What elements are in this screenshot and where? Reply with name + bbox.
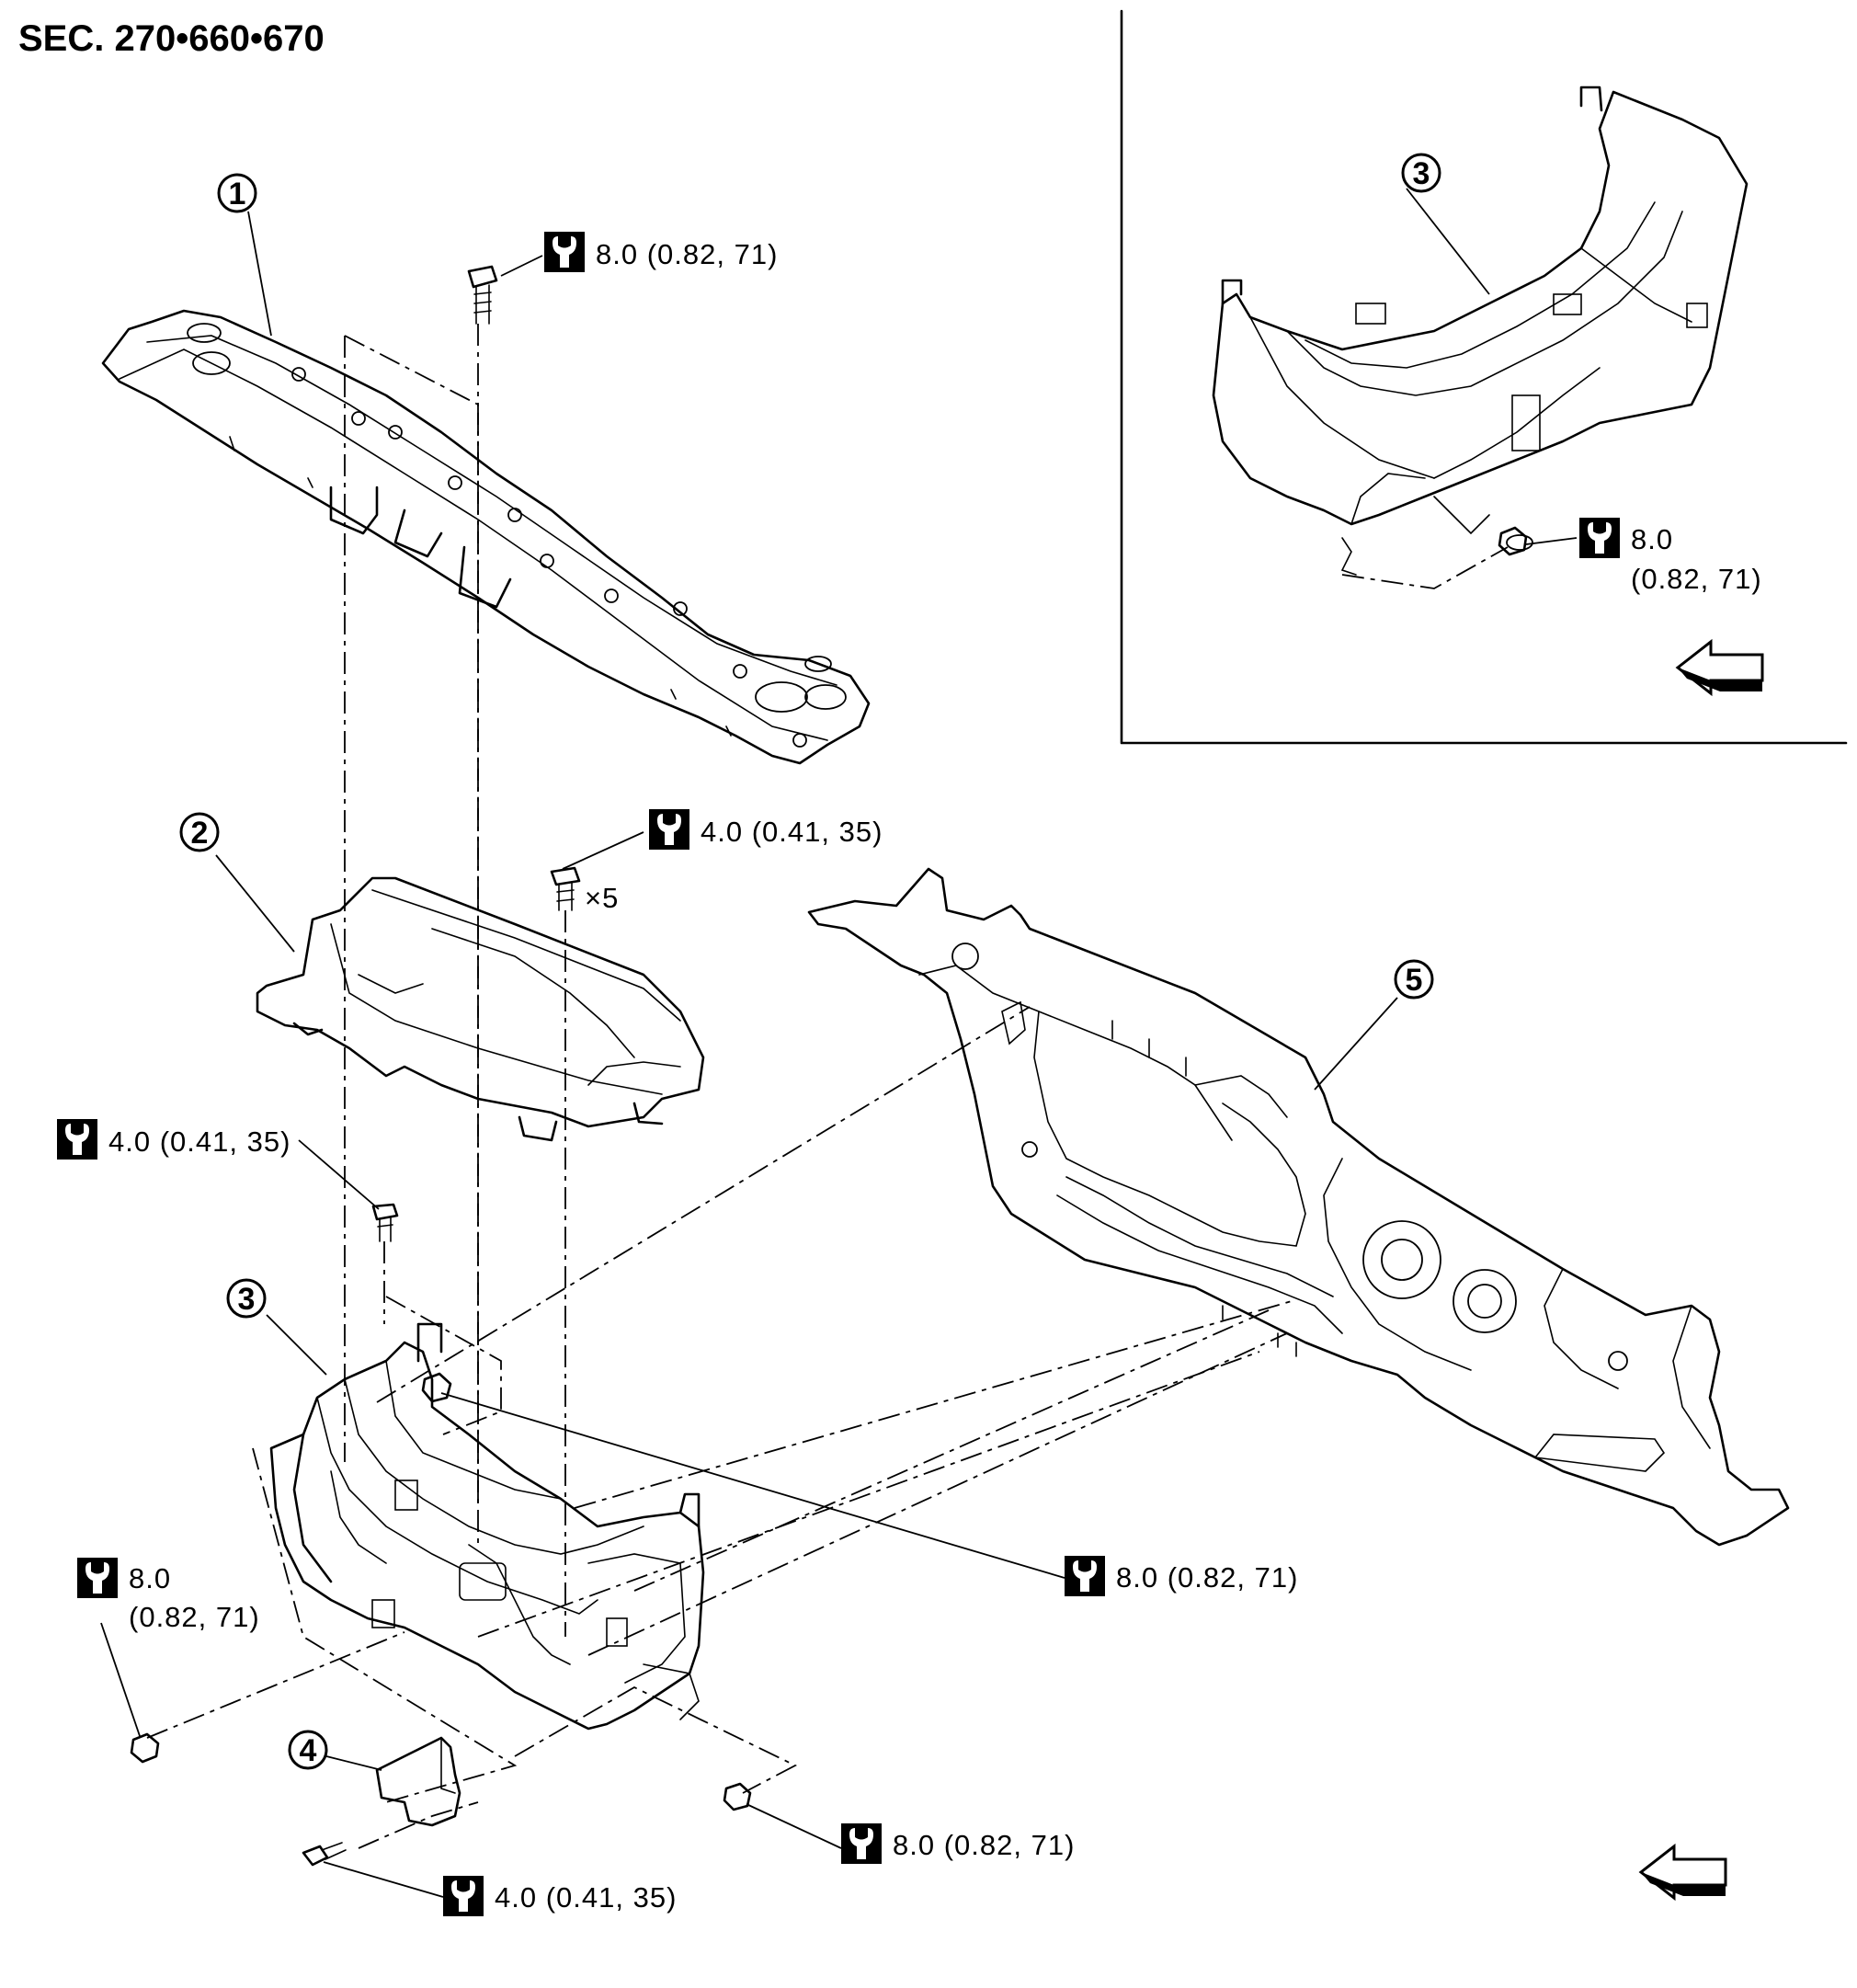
- bolt-cover: [550, 866, 581, 911]
- bolt-quantity: ×5: [585, 882, 619, 914]
- callout-4-number: 4: [300, 1733, 317, 1768]
- torque-value: 8.0 (0.82, 71): [893, 1829, 1075, 1861]
- torque-value-line2: (0.82, 71): [129, 1601, 260, 1633]
- torque-value: 4.0 (0.41, 35): [108, 1125, 291, 1158]
- callout-2-number: 2: [191, 816, 209, 851]
- torque-spec-top-bolt: 8.0 (0.82, 71): [544, 232, 778, 272]
- torque-wrench-icon: [57, 1119, 97, 1160]
- torque-spec-bottom-bolt: 4.0 (0.41, 35): [443, 1876, 677, 1916]
- torque-wrench-icon: [1065, 1556, 1105, 1596]
- torque-wrench-icon: [649, 809, 689, 850]
- torque-spec-cover-bolts: 4.0 (0.41, 35): [649, 809, 883, 850]
- bracket-part: [375, 1736, 461, 1827]
- torque-wrench-icon: [841, 1823, 882, 1864]
- inset-frame: [1120, 9, 1848, 745]
- torque-spec-inset-nut: 8.0 (0.82, 71): [1579, 518, 1762, 595]
- torque-value: 4.0 (0.41, 35): [701, 816, 883, 848]
- front-direction-arrow-icon: [1639, 1845, 1727, 1900]
- callout-3-main: 3: [226, 1278, 267, 1319]
- nut-left: [130, 1732, 160, 1764]
- callout-3-inset: 3: [1401, 153, 1441, 193]
- fasteners: [130, 265, 1528, 1867]
- callout-3-main-number: 3: [238, 1282, 256, 1317]
- nut-center: [421, 1372, 452, 1403]
- cowl-top-reinforcement-part: [101, 309, 871, 765]
- harness-assembly-part: [269, 1322, 705, 1731]
- torque-value-line1: 8.0: [129, 1562, 171, 1594]
- torque-spec-left-bolt: 4.0 (0.41, 35): [57, 1119, 291, 1160]
- nut-inset: [1498, 526, 1528, 556]
- inset-harness-assembly-part: [1212, 86, 1749, 576]
- torque-value: 8.0 (0.82, 71): [596, 238, 778, 270]
- leader-lines: [100, 188, 1578, 1898]
- callout-4: 4: [288, 1730, 328, 1770]
- torque-wrench-icon: [1579, 518, 1620, 558]
- torque-value-line1: 8.0: [1631, 523, 1673, 555]
- callout-1: 1: [217, 173, 257, 213]
- torque-wrench-icon: [544, 232, 585, 272]
- torque-wrench-icon: [443, 1876, 484, 1916]
- torque-value: 8.0 (0.82, 71): [1116, 1561, 1298, 1594]
- torque-spec-center-nut: 8.0 (0.82, 71): [1065, 1556, 1298, 1596]
- bolt-bracket: [302, 1842, 347, 1867]
- nut-bottom: [723, 1782, 752, 1811]
- callout-2: 2: [179, 812, 220, 852]
- callout-1-number: 1: [229, 177, 246, 211]
- torque-value: 4.0 (0.41, 35): [495, 1881, 677, 1914]
- torque-spec-left-nut: 8.0 (0.82, 71): [77, 1558, 260, 1633]
- dash-panel-part: [807, 867, 1790, 1547]
- torque-value-line2: (0.82, 71): [1631, 563, 1762, 595]
- torque-wrench-icon: [77, 1558, 118, 1598]
- front-direction-arrow-icon: [1676, 640, 1764, 695]
- callout-5-number: 5: [1406, 963, 1423, 998]
- torque-spec-bottom-nut: 8.0 (0.82, 71): [841, 1823, 1075, 1864]
- bolt-top: [467, 265, 498, 325]
- alignment-lines: [146, 324, 1509, 1849]
- callout-3-inset-number: 3: [1413, 156, 1430, 191]
- bolt-left: [371, 1203, 399, 1242]
- section-label: SEC. 270•660•670: [18, 18, 325, 59]
- callout-5: 5: [1394, 959, 1434, 1000]
- cowl-cover-part: [256, 876, 705, 1142]
